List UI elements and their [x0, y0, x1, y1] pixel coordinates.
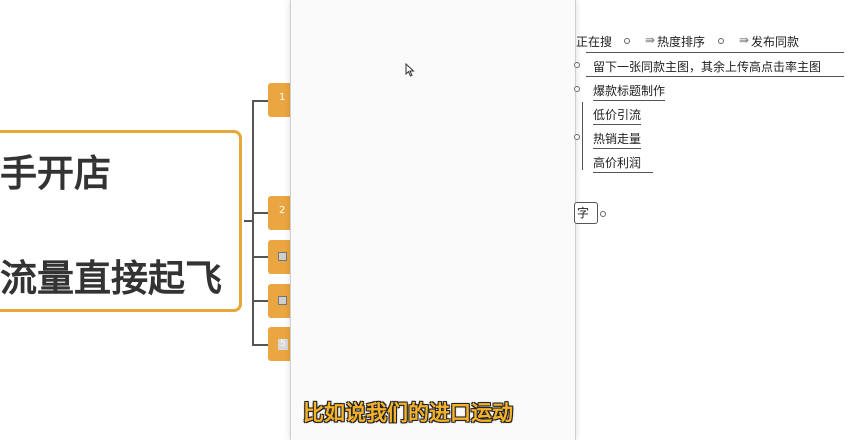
branch-label: 5 [278, 339, 288, 350]
connector-branch-4 [252, 300, 270, 302]
bracket-line [582, 102, 583, 170]
root-node-title: 手开店 [0, 152, 111, 195]
node-connector-dot [574, 86, 580, 92]
node-publish-same[interactable]: 发布同款 [751, 35, 800, 49]
root-node[interactable] [0, 130, 242, 312]
node-heat-sort[interactable]: 热度排序 [657, 35, 706, 49]
node-connector-dot [718, 38, 724, 44]
node-search-now[interactable]: 正在搜 [576, 35, 613, 49]
arrow-icon: ⇛ [739, 33, 750, 47]
node-hot-sale[interactable]: 热销走量 [593, 130, 642, 149]
divider-line [586, 76, 844, 77]
connector-branch-1 [252, 100, 270, 102]
image-icon [278, 296, 287, 305]
node-main-image-tip[interactable]: 留下一张同款主图，其余上传高点击率主图 [593, 60, 822, 74]
image-icon [278, 252, 287, 261]
branch-label: 1 [279, 92, 286, 103]
connector-branch-3 [252, 256, 270, 258]
node-keyword-char[interactable]: 字 [574, 202, 598, 224]
video-subtitle: 比如说我们的进口运动 [303, 401, 513, 425]
divider-line [586, 52, 844, 53]
node-connector-dot [600, 211, 606, 217]
node-hot-title[interactable]: 爆款标题制作 [593, 82, 666, 101]
node-connector-dot [574, 62, 580, 68]
arrow-icon: ⇛ [645, 33, 656, 47]
root-node-subtitle: 流量直接起飞 [0, 257, 222, 300]
node-low-price[interactable]: 低价引流 [593, 106, 642, 125]
connector-vertical [252, 100, 254, 345]
connector-trunk [244, 220, 254, 222]
node-high-price[interactable]: 高价利润 [593, 154, 653, 173]
node-connector-dot [624, 38, 630, 44]
overlay-panel [290, 0, 576, 440]
connector-branch-5 [252, 344, 270, 346]
node-connector-dot [574, 134, 580, 140]
branch-label: 2 [279, 205, 286, 216]
connector-branch-2 [252, 212, 270, 214]
mouse-cursor-icon [405, 63, 415, 77]
